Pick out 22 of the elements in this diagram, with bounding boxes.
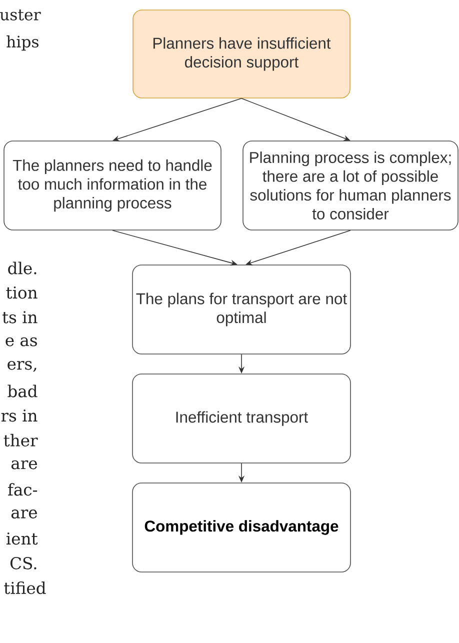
text-fragment: e as [6, 337, 37, 346]
text-fragment: ther [4, 434, 38, 447]
text-fragment: fac- [8, 483, 38, 496]
text-fragment: ts in [2, 311, 38, 324]
text-fragment: tified [4, 582, 46, 594]
text-fragment: CS. [10, 557, 36, 570]
text-fragment: tion [6, 286, 38, 299]
process-box: The planners need to handle too much information in the planning process [4, 140, 222, 230]
text-fragment: bad [8, 384, 38, 398]
process-box: Competitive disadvantage [132, 482, 351, 572]
process-box: Planning process is complex; there are a lot of possible solutions for human planners to consider [242, 140, 458, 230]
process-box: Planners have insufficient decision support [132, 10, 350, 98]
text-fragment: dle. [8, 262, 36, 274]
process-box: Inefficient transport [132, 374, 351, 464]
text-fragment: uster [0, 10, 41, 20]
process-box: The plans for transport are not optimal [132, 264, 351, 354]
text-fragment: ient [6, 532, 38, 545]
text-fragment: ers, [8, 360, 36, 372]
text-fragment: hips [6, 35, 38, 51]
text-fragment: are [11, 510, 37, 518]
text-fragment: are [11, 460, 37, 470]
text-fragment: rs in [1, 410, 38, 422]
